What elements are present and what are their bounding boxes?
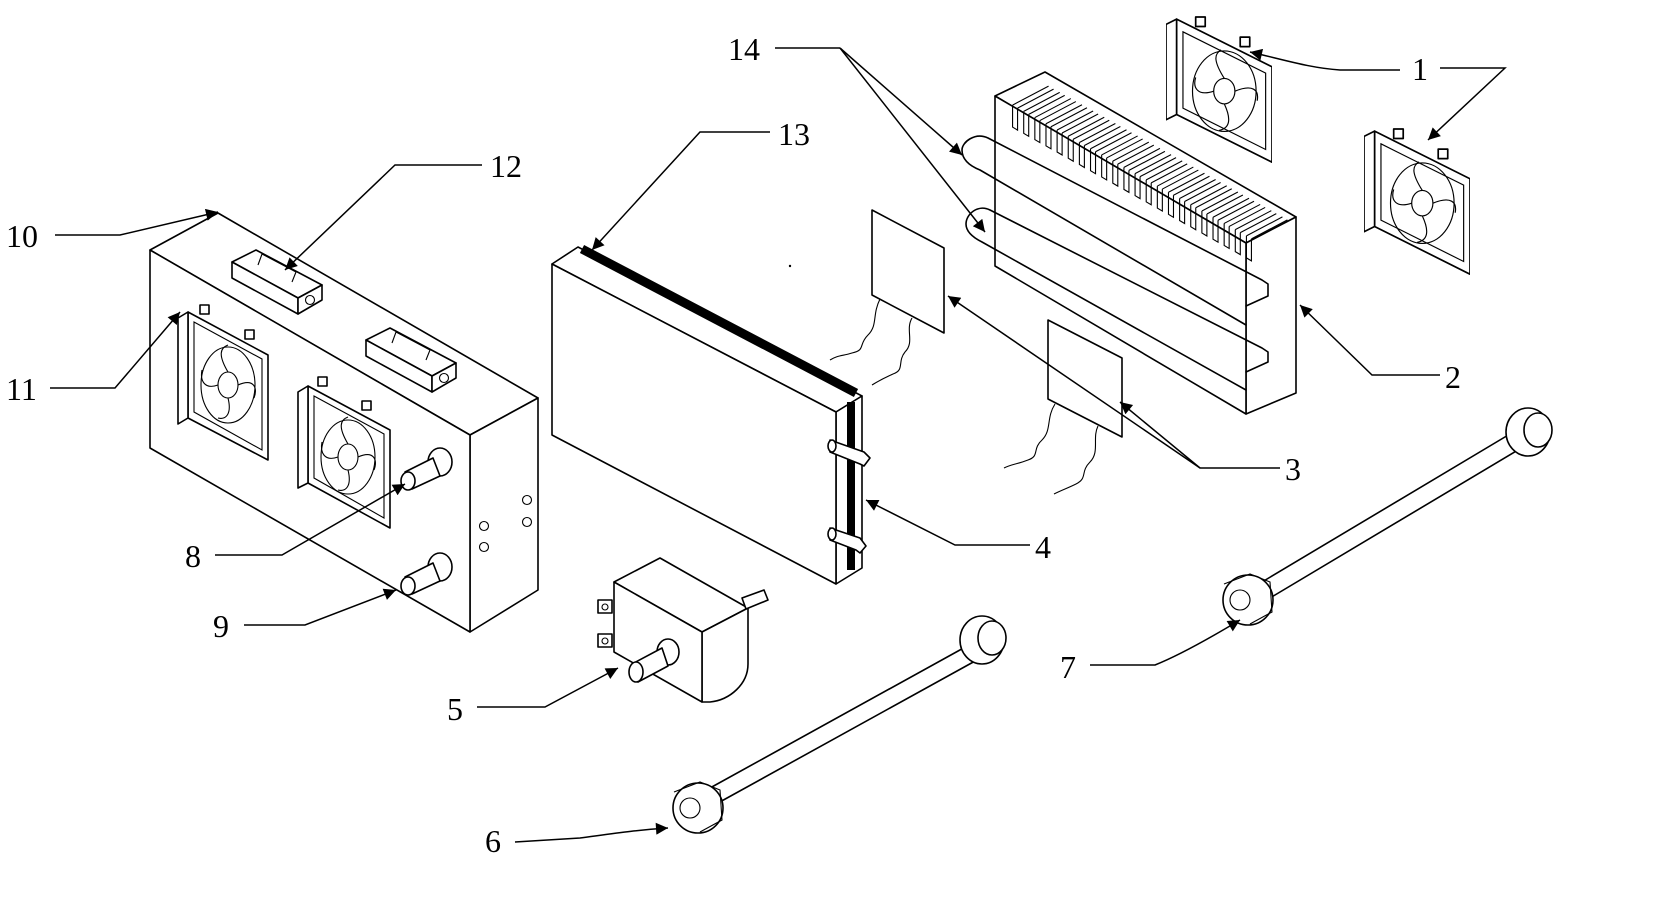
fin-slot <box>1034 98 1077 144</box>
fin-slot <box>1123 147 1166 194</box>
label-12: 12 <box>490 148 522 184</box>
label-8: 8 <box>185 538 201 574</box>
fin-slot <box>1056 110 1099 156</box>
label-1: 1 <box>1412 51 1428 87</box>
fin-slot <box>1023 91 1065 138</box>
fin-slot <box>1201 191 1244 237</box>
fin-slot <box>1145 160 1188 206</box>
label-11: 11 <box>6 371 37 407</box>
label-14: 14 <box>728 31 760 67</box>
coolant-nozzle-upper <box>827 439 871 467</box>
label-3: 3 <box>1285 451 1301 487</box>
fin-slot <box>1078 122 1121 169</box>
leader-lines <box>50 47 1507 843</box>
part-number-labels: 1 2 3 4 5 6 7 8 9 10 11 12 13 14 <box>6 31 1461 859</box>
fin-slot <box>1045 104 1088 150</box>
fin-slot <box>1156 166 1199 213</box>
label-2: 2 <box>1445 359 1461 395</box>
label-4: 4 <box>1035 529 1051 565</box>
fin-slot <box>1101 135 1143 181</box>
fin-slot <box>1112 141 1155 188</box>
pipe-fitting-lower <box>400 552 453 596</box>
fin-slot <box>1179 179 1221 225</box>
fin-slot <box>1067 116 1110 163</box>
fin-slot <box>1089 129 1132 175</box>
label-7: 7 <box>1060 649 1076 685</box>
fan-upper <box>1166 16 1272 164</box>
connecting-rod-upper <box>1222 407 1553 626</box>
fin-slot <box>1234 210 1277 256</box>
fin-slot <box>1012 85 1054 132</box>
heat-sink-fins <box>1012 85 1288 262</box>
housing-fan-left <box>177 304 269 461</box>
fin-slot <box>1134 154 1177 200</box>
label-13: 13 <box>778 116 810 152</box>
fin-slot <box>1223 203 1266 250</box>
pipe-fitting-upper <box>400 447 453 491</box>
label-9: 9 <box>213 608 229 644</box>
label-10: 10 <box>6 218 38 254</box>
cold-plate-block <box>551 245 871 585</box>
fin-slot <box>1190 185 1233 231</box>
label-5: 5 <box>447 691 463 727</box>
heat-sink <box>961 71 1297 415</box>
mounting-block-2 <box>365 327 457 393</box>
label-6: 6 <box>485 823 501 859</box>
fan-lower <box>1364 128 1470 276</box>
fin-slot <box>1245 216 1288 262</box>
fin-slot <box>1167 172 1210 219</box>
fin-slot <box>1212 197 1255 244</box>
connecting-rod-lower <box>672 615 1007 834</box>
mounting-block-1 <box>231 249 323 315</box>
pump-unit <box>597 557 769 703</box>
housing-box <box>149 212 539 633</box>
coolant-nozzle-lower <box>827 527 867 554</box>
thermoelectric-plate-1 <box>829 209 945 386</box>
thermoelectric-plate-2 <box>1003 319 1123 495</box>
housing-fan-right <box>297 376 391 529</box>
